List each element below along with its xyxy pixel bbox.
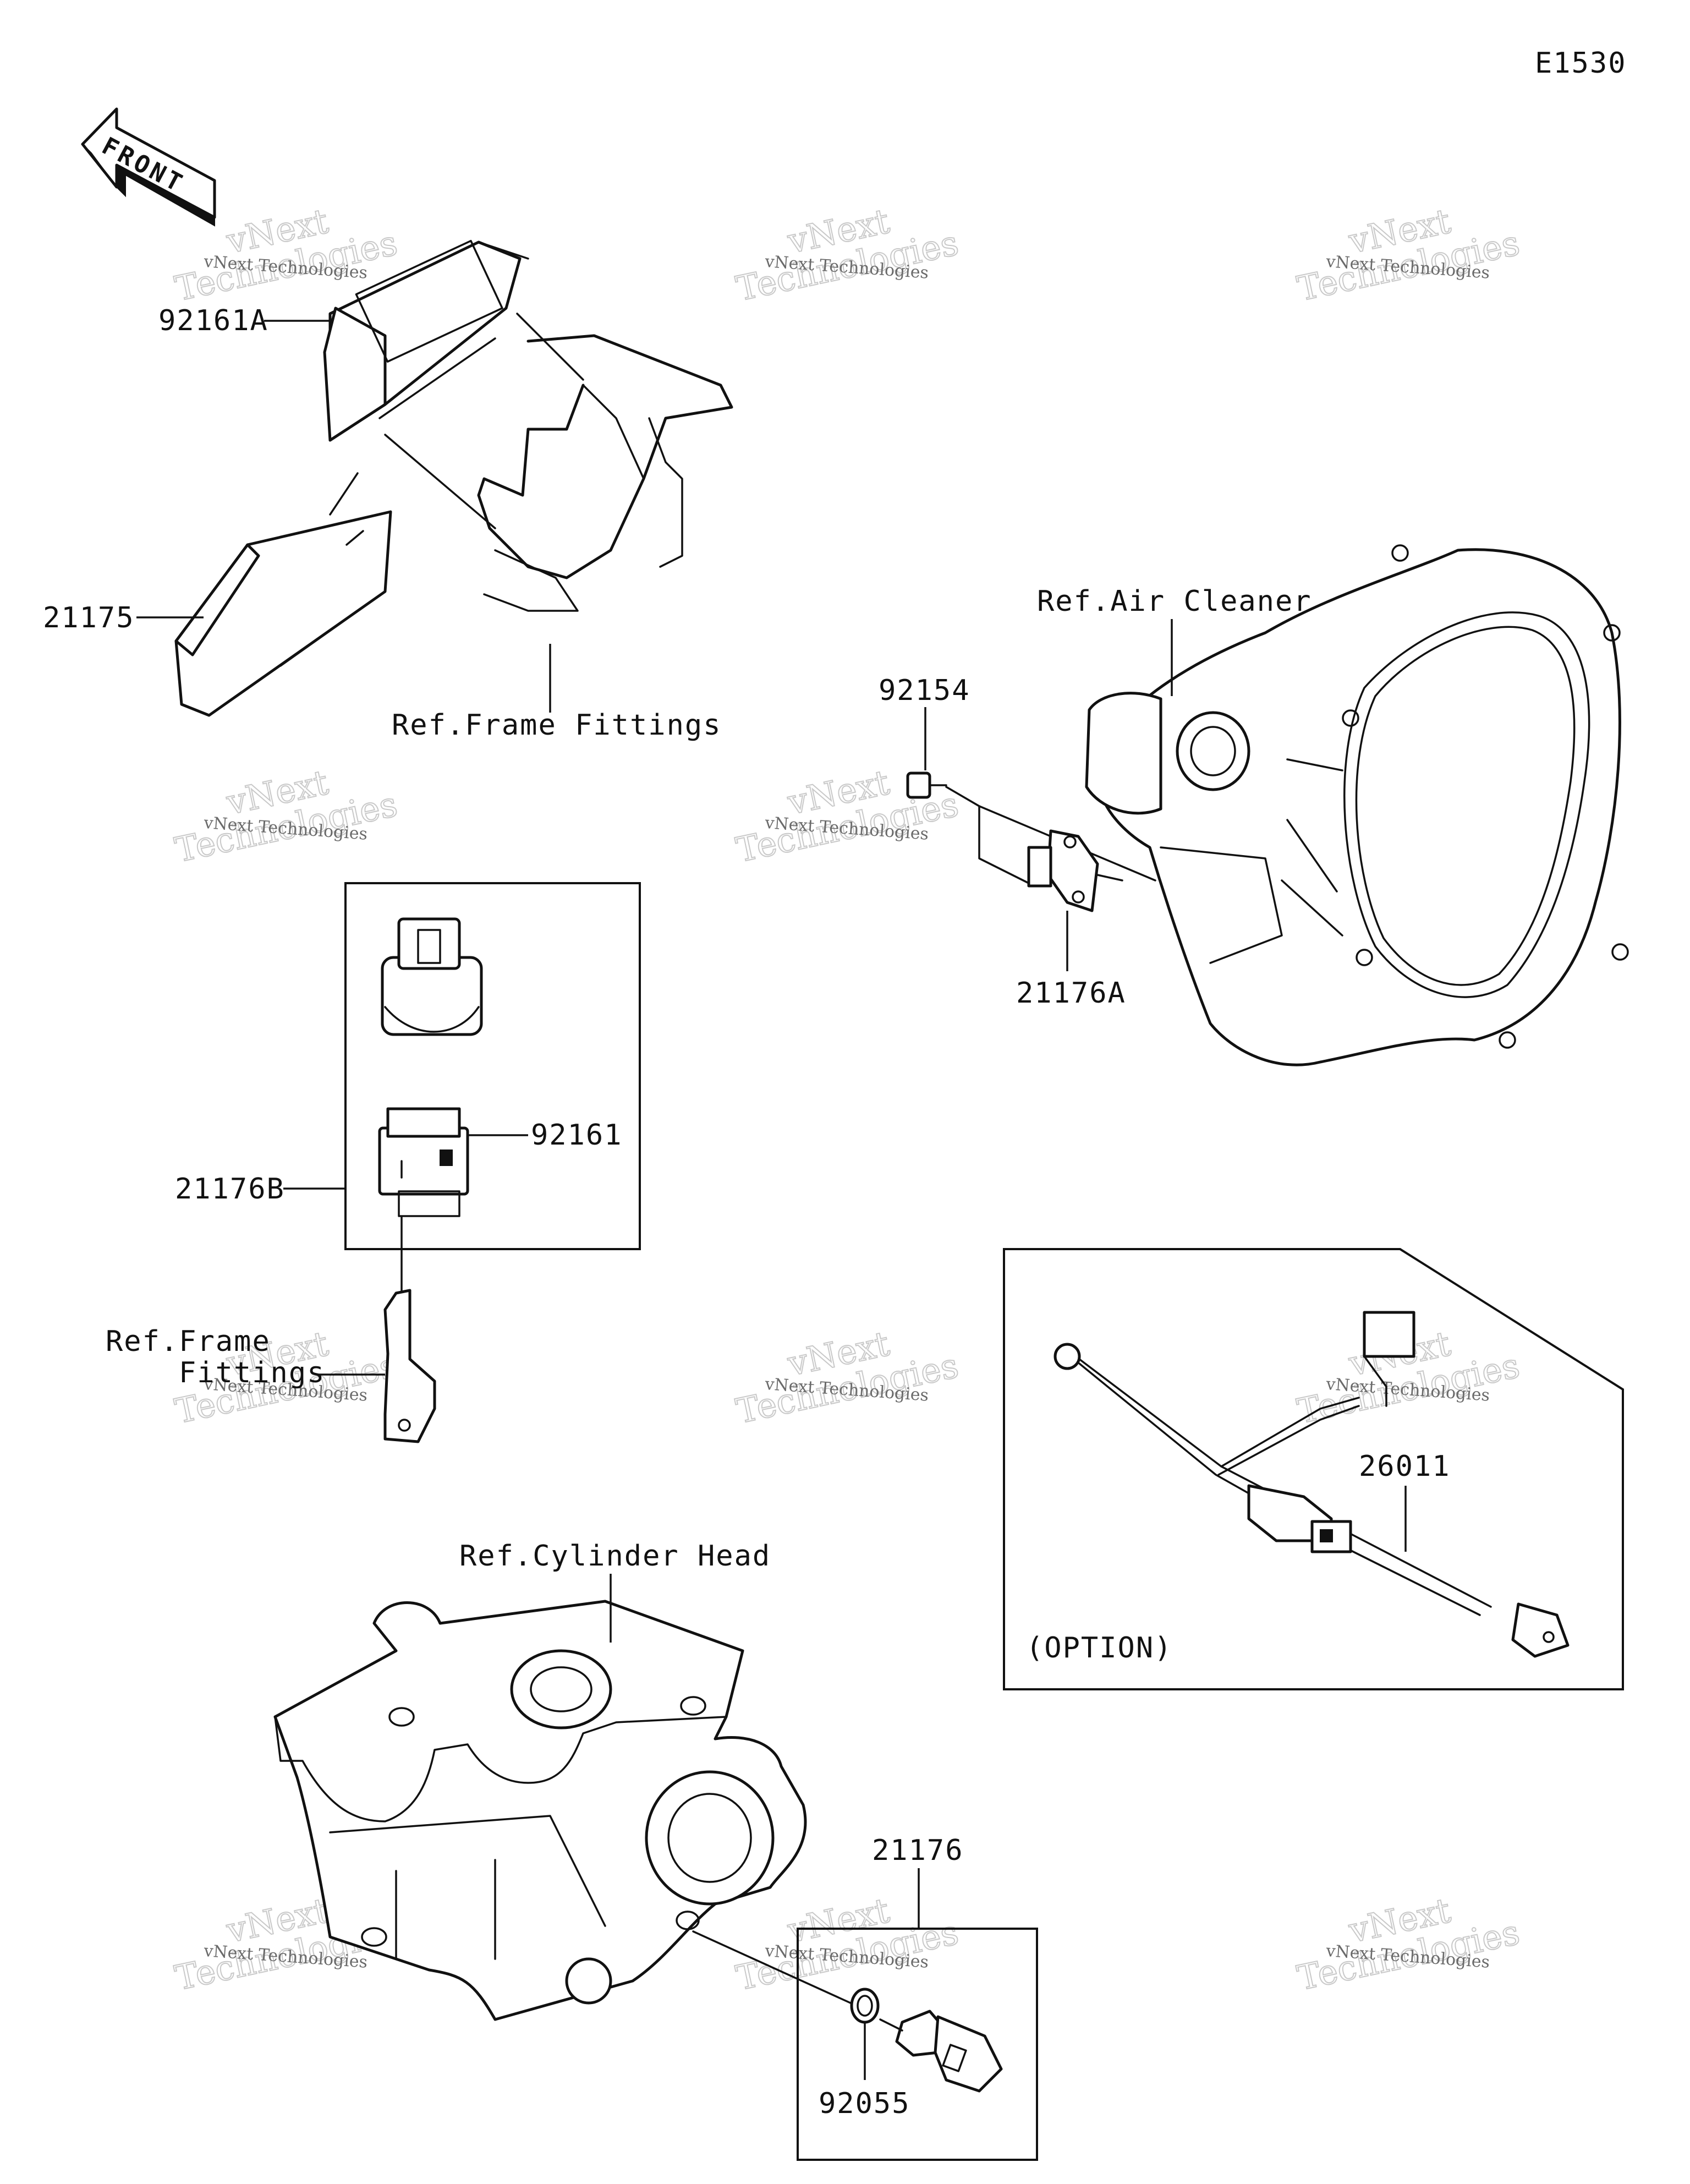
cylinder-head bbox=[273, 1600, 807, 2021]
air-cleaner-housing bbox=[1085, 544, 1629, 1066]
sensor-21176 bbox=[879, 2010, 1003, 2093]
label-21176: 21176 bbox=[872, 1834, 964, 1867]
label-21176B: 21176B bbox=[175, 1173, 285, 1206]
group-box-21176 bbox=[797, 1928, 1038, 2161]
group-box-21176B bbox=[344, 882, 641, 1250]
label-92055: 92055 bbox=[819, 2087, 910, 2120]
harness-26011 bbox=[1053, 1311, 1570, 1658]
front-arrow-icon: FRONT bbox=[81, 107, 216, 227]
connector-cap bbox=[381, 917, 483, 1036]
ecu-module bbox=[174, 472, 392, 717]
label-26011: 26011 bbox=[1359, 1450, 1451, 1483]
label-ref-frame-line1: Ref.Frame bbox=[106, 1325, 271, 1358]
label-ref-frame-fittings-top: Ref.Frame Fittings bbox=[392, 709, 722, 742]
label-option: (OPTION) bbox=[1026, 1632, 1172, 1665]
label-ref-frame-line2: Fittings bbox=[179, 1356, 325, 1389]
label-92161: 92161 bbox=[531, 1119, 623, 1152]
frame-fittings-bracket bbox=[384, 313, 733, 612]
diagram-code: E1530 bbox=[1535, 47, 1627, 80]
label-ref-air-cleaner: Ref.Air Cleaner bbox=[1037, 585, 1312, 618]
label-92154: 92154 bbox=[879, 674, 970, 707]
ecu-bracket bbox=[323, 239, 529, 442]
sensor-21176A bbox=[1027, 829, 1123, 912]
label-ref-cylinder-head: Ref.Cylinder Head bbox=[459, 1540, 771, 1573]
label-21176A: 21176A bbox=[1016, 977, 1126, 1010]
screw-92154 bbox=[906, 771, 947, 799]
small-frame-bracket bbox=[383, 1289, 436, 1443]
connector-92161 bbox=[378, 1107, 469, 1217]
option-box bbox=[1003, 1248, 1624, 1690]
label-21175: 21175 bbox=[43, 601, 135, 634]
o-ring-92055 bbox=[850, 1988, 880, 2024]
label-92161A: 92161A bbox=[158, 304, 268, 337]
